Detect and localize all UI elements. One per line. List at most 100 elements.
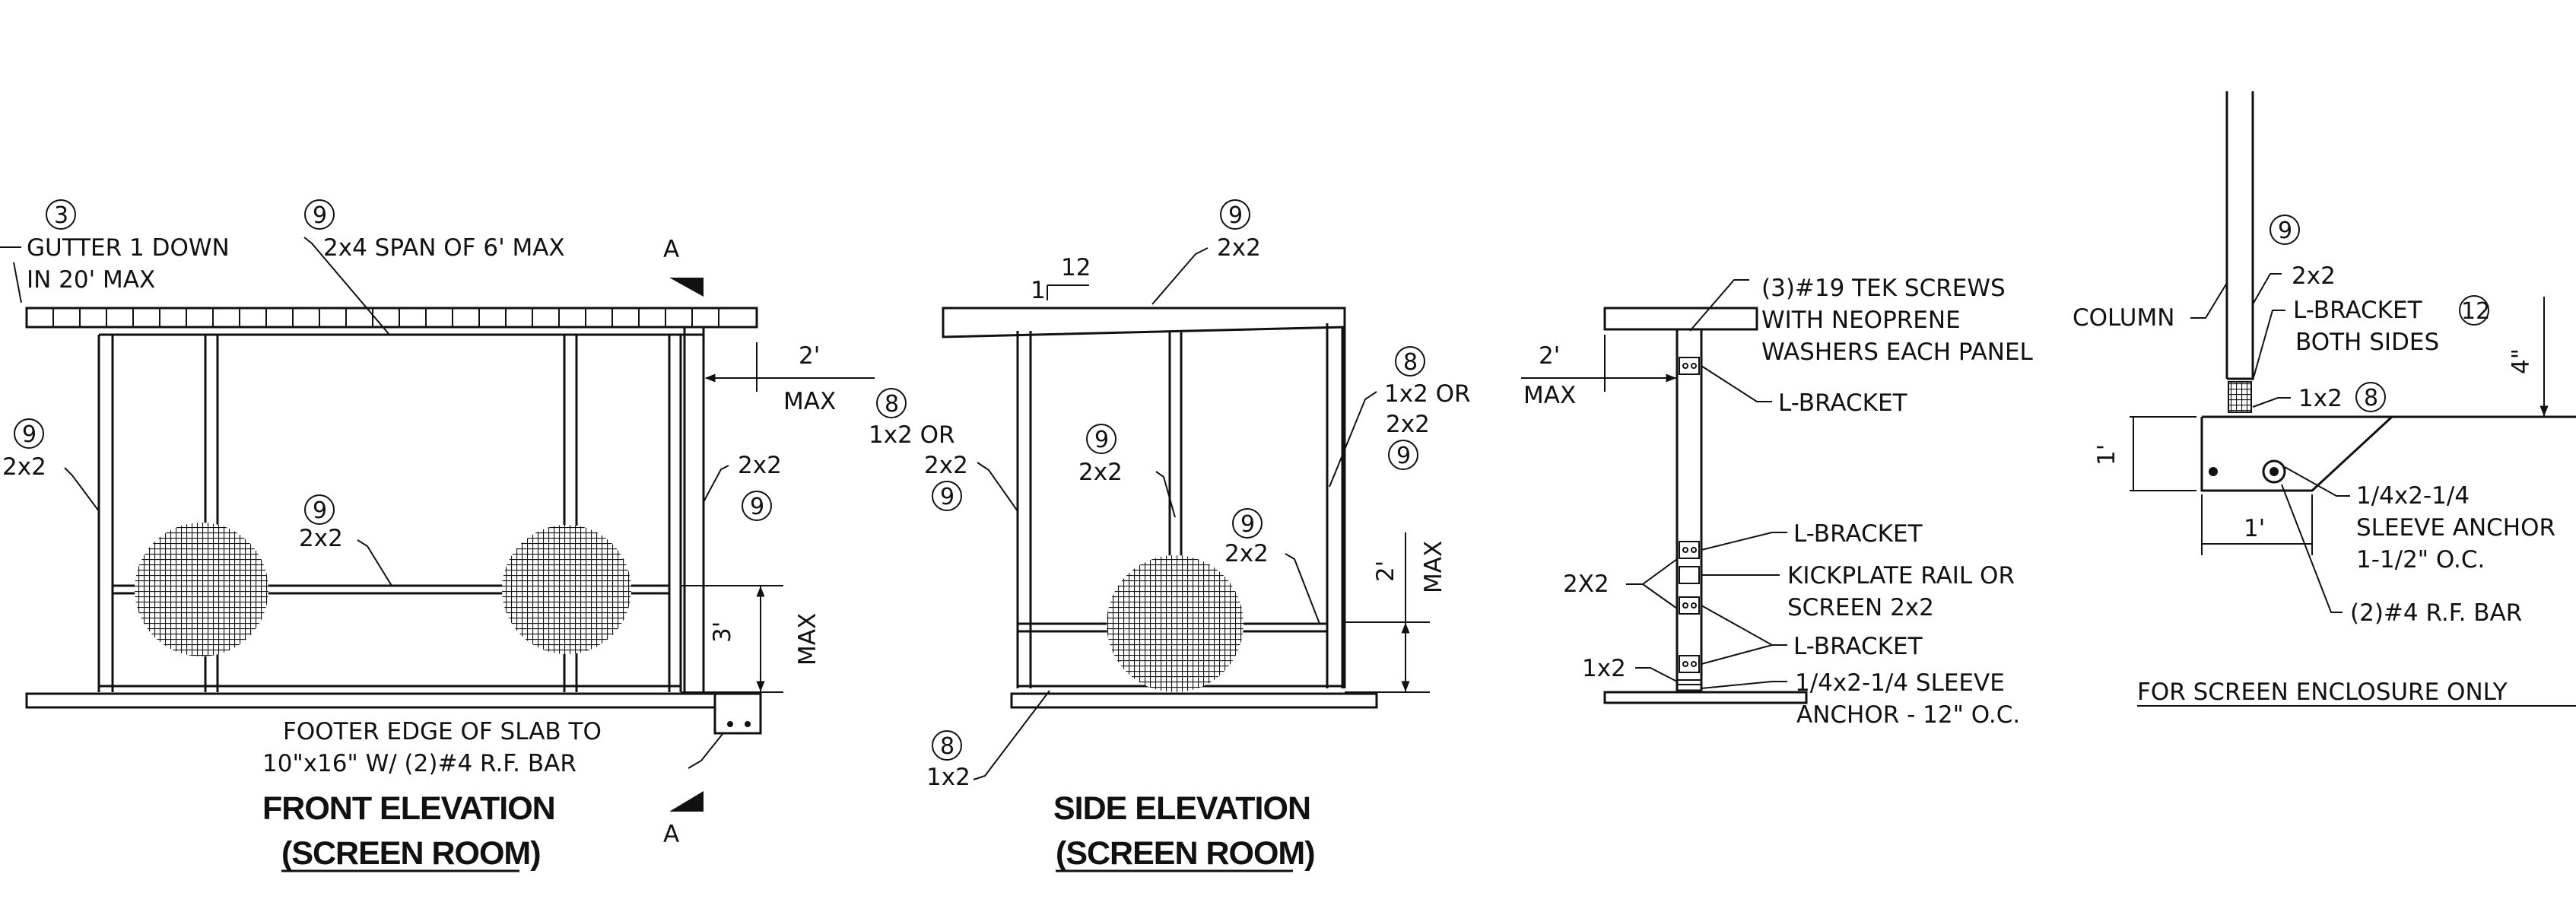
gutter-note: GUTTER 1 DOWN <box>27 234 230 262</box>
tag-number: 9 <box>750 494 764 520</box>
rebar-dot <box>727 721 733 727</box>
tag-circle <box>1388 440 1418 470</box>
section-arrow-top <box>669 278 704 297</box>
anchor-label: 1/4x2-1/4 <box>2356 482 2470 510</box>
tag-circle <box>1086 424 1116 454</box>
anchor-label: 1/4x2-1/4 SLEEVE <box>1795 669 2005 697</box>
anchor-label: SLEEVE ANCHOR <box>2356 514 2555 542</box>
dimension-line <box>1345 532 1430 693</box>
tag-number: 9 <box>2278 218 2292 244</box>
anchor-label: 1-1/2" O.C. <box>2356 546 2485 574</box>
tag-number: 9 <box>1240 511 1255 538</box>
tag-circle <box>876 388 907 418</box>
leader <box>1329 391 1377 488</box>
rebar-dot <box>2209 467 2218 476</box>
tag-number: 8 <box>885 391 899 418</box>
front-elevation: A A 3 GUTTER 1 DOWN IN 20' MAX 9 2x4 SPA… <box>0 199 875 872</box>
member-label: 1x2 <box>2298 385 2343 412</box>
tag-circle <box>14 418 44 449</box>
dimension-line <box>2201 494 2313 555</box>
leader <box>1626 558 1678 609</box>
dimension-label: MAX <box>794 613 821 666</box>
leader <box>0 246 22 303</box>
member-label: 1x2 <box>926 764 970 791</box>
slope-run: 12 <box>1061 254 1091 281</box>
leader <box>973 690 1050 780</box>
kickplate-label: SCREEN 2x2 <box>1787 594 1934 621</box>
dimension-line <box>707 342 875 392</box>
section-detail: (3)#19 TEK SCREWS WITH NEOPRENE WASHERS … <box>1521 275 2034 729</box>
dimension-label: 2' <box>1539 342 1560 370</box>
leader <box>2281 484 2343 613</box>
front-screen-mesh-right <box>502 525 631 654</box>
dimension-label: 1' <box>2093 444 2120 466</box>
tag-circle <box>2355 382 2386 412</box>
side-screen-mesh <box>1107 555 1244 692</box>
member-label: 2X2 <box>1563 570 1609 598</box>
member-label: 1x2 <box>1582 655 1626 682</box>
dimension-label: MAX <box>1420 541 1447 593</box>
member-label: 2x2 <box>1386 411 1430 438</box>
leader <box>1635 667 1678 682</box>
section-arrow-bottom <box>669 791 704 812</box>
anchor-label: ANCHOR - 12" O.C. <box>1796 701 2020 729</box>
tag-circle <box>742 491 772 521</box>
member-label: 1x2 OR <box>1384 380 1471 408</box>
front-screen-mesh-left <box>135 523 268 656</box>
side-elevation-subtitle: (SCREEN ROOM) <box>1056 835 1315 872</box>
tag-circle <box>1232 508 1263 539</box>
leader <box>2190 282 2228 319</box>
member-label: 2x2 <box>738 452 782 479</box>
bracket-label: L-BRACKET <box>1793 633 1923 660</box>
side-slab <box>1010 692 1378 709</box>
dimension-line <box>2426 297 2576 418</box>
front-roof-ribs <box>52 308 719 327</box>
dimension-line <box>2130 416 2196 491</box>
dimension-label: MAX <box>1523 382 1576 409</box>
dimension-label: 4" <box>2508 348 2535 374</box>
span-note: 2x4 SPAN OF 6' MAX <box>323 234 565 262</box>
screws-note: (3)#19 TEK SCREWS <box>1761 275 2006 302</box>
tag-number: 9 <box>1228 202 1243 229</box>
tag-number: 9 <box>1396 443 1411 469</box>
tag-circle <box>2459 295 2489 326</box>
tag-number: 3 <box>54 202 68 229</box>
column-label: COLUMN <box>2073 304 2174 332</box>
member-label: 2x2 <box>1224 540 1269 567</box>
slope-symbol <box>1047 284 1089 300</box>
footer-outline <box>2200 415 2576 492</box>
side-frame <box>1016 323 1346 688</box>
column-detail: 4" 1' 1' 9 COLUMN 2x2 L-BRACKET BOTH SID… <box>2073 91 2576 707</box>
section-post <box>1676 328 1703 692</box>
rebar-label: (2)#4 R.F. BAR <box>2350 599 2522 627</box>
tag-circle <box>304 199 335 230</box>
footer-note: 10"x16" W/ (2)#4 R.F. BAR <box>262 750 577 777</box>
bracket-label: L-BRACKET <box>1793 520 1923 548</box>
leader <box>1701 532 1787 551</box>
rebar-dot <box>745 721 751 727</box>
side-elevation-title: SIDE ELEVATION <box>1053 790 1310 827</box>
front-elevation-subtitle: (SCREEN ROOM) <box>281 835 541 872</box>
front-posts <box>97 335 682 692</box>
leader <box>2252 310 2285 381</box>
leader <box>64 467 100 512</box>
kickplate-label: KICKPLATE RAIL OR <box>1787 562 2015 589</box>
member-label: 2x2 <box>924 452 968 479</box>
tag-circle <box>304 494 335 525</box>
leader <box>1155 471 1176 518</box>
tag-circle <box>1220 199 1250 230</box>
leader <box>1285 553 1320 624</box>
front-frame <box>99 327 705 692</box>
column <box>2225 91 2254 380</box>
tag-circle <box>932 730 962 761</box>
tag-number: 9 <box>22 421 37 448</box>
anchor-symbol <box>2262 459 2286 484</box>
bracket-label: BOTH SIDES <box>2295 329 2439 356</box>
member-label: 1x2 OR <box>869 421 955 449</box>
dimension-label: MAX <box>783 388 836 415</box>
tag-circle <box>1395 346 1425 377</box>
side-roof <box>942 307 1346 338</box>
leader <box>1701 681 1787 689</box>
section-label-a: A <box>663 821 679 848</box>
bracket-blocks <box>1677 357 1701 685</box>
